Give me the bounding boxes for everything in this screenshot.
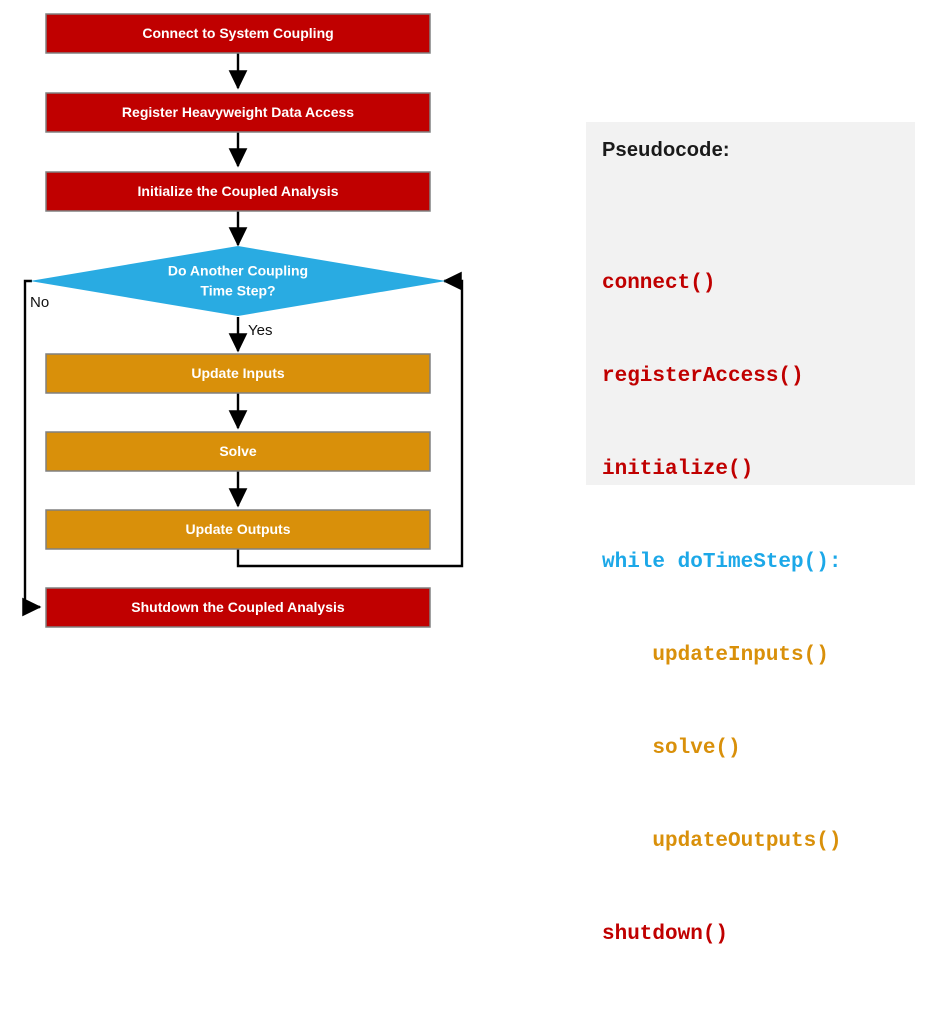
connector-group (22, 53, 464, 617)
node-connect-label: Connect to System Coupling (142, 25, 333, 41)
node-decision[interactable]: Do Another Coupling Time Step? (30, 246, 446, 316)
pseudocode-lines: connect() registerAccess() initialize() … (602, 206, 915, 1012)
pseudocode-line-while-do-time-step: while doTimeStep(): (602, 551, 842, 574)
node-register-shape[interactable] (45, 92, 431, 133)
node-decision-label-line1: Do Another Coupling (168, 263, 308, 279)
node-connect[interactable]: Connect to System Coupling (45, 13, 431, 54)
node-update-outputs-shape[interactable] (45, 509, 431, 550)
node-update-inputs-label: Update Inputs (191, 365, 285, 381)
node-shutdown[interactable]: Shutdown the Coupled Analysis (45, 587, 431, 628)
pseudocode-line-solve: solve() (602, 737, 741, 760)
pseudocode-line-update-inputs: updateInputs() (602, 644, 829, 667)
edge-label-no: No (30, 294, 49, 311)
pseudocode-line-shutdown: shutdown() (602, 923, 729, 946)
connector-decision-no-to-shutdown (22, 279, 42, 617)
node-update-outputs-label: Update Outputs (186, 521, 291, 537)
connector-loop-back-to-decision (236, 271, 464, 568)
node-shutdown-label: Shutdown the Coupled Analysis (131, 599, 345, 615)
pseudocode-line-connect: connect() (602, 272, 716, 295)
node-initialize-label: Initialize the Coupled Analysis (138, 183, 339, 199)
node-solve-label: Solve (219, 443, 257, 459)
node-decision-label-line2: Time Step? (200, 283, 275, 299)
pseudocode-line-update-outputs: updateOutputs() (602, 830, 842, 853)
node-initialize[interactable]: Initialize the Coupled Analysis (45, 171, 431, 212)
pseudocode-heading: Pseudocode: (602, 139, 730, 161)
flowchart-diagram: Connect to System Coupling Register Heav… (22, 13, 464, 628)
pseudocode-line-register-access: registerAccess() (602, 365, 804, 388)
node-update-inputs[interactable]: Update Inputs (45, 353, 431, 394)
node-register-label: Register Heavyweight Data Access (122, 104, 354, 120)
node-update-inputs-shape[interactable] (45, 353, 431, 394)
node-update-outputs[interactable]: Update Outputs (45, 509, 431, 550)
node-connect-shape[interactable] (45, 13, 431, 54)
pseudocode-line-initialize: initialize() (602, 458, 754, 481)
node-register[interactable]: Register Heavyweight Data Access (45, 92, 431, 133)
edge-label-yes: Yes (248, 322, 272, 339)
node-shutdown-shape[interactable] (45, 587, 431, 628)
node-solve[interactable]: Solve (45, 431, 431, 472)
node-initialize-shape[interactable] (45, 171, 431, 212)
node-decision-shape[interactable] (30, 246, 446, 316)
node-solve-shape[interactable] (45, 431, 431, 472)
pseudocode-panel: Pseudocode: connect() registerAccess() i… (586, 122, 915, 946)
